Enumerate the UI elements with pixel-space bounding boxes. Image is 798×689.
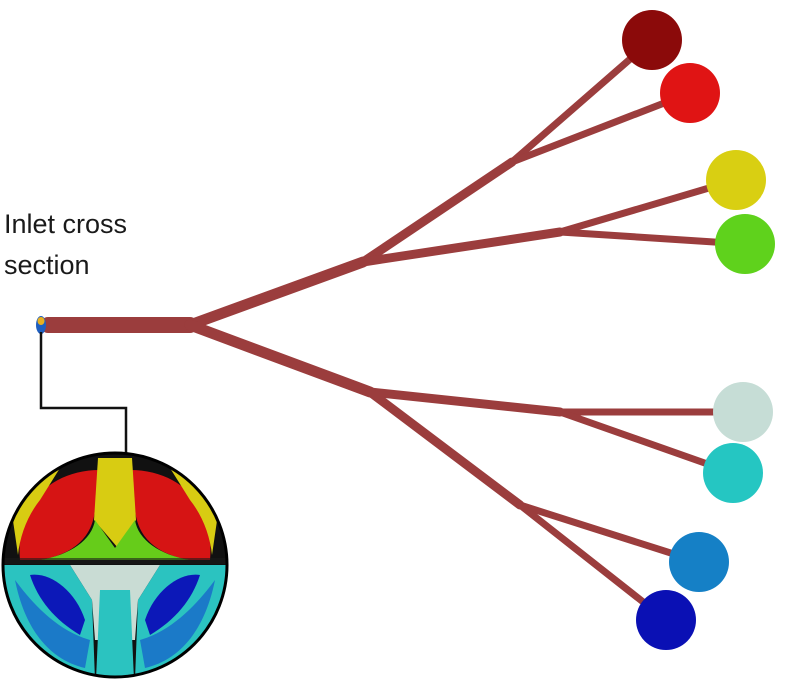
dark-blue-region-right [145, 574, 200, 635]
upper-branch-a [358, 157, 517, 267]
mid-blue-region-right [140, 580, 215, 668]
upper-branch-a1 [508, 36, 656, 166]
connector-line [39, 332, 128, 455]
green-region [40, 520, 190, 560]
yellow-region-center [94, 458, 136, 548]
cyan-region-center [96, 590, 134, 676]
upper-branch-a2 [508, 89, 694, 166]
inlet-marker [36, 316, 46, 334]
outlet-6-circle [703, 443, 763, 503]
branch-tree [40, 36, 749, 624]
outlet-4-circle [715, 214, 775, 274]
outlet-5-circle [713, 382, 773, 442]
red-region-right [130, 470, 211, 560]
mid-blue-region-left [15, 580, 90, 668]
outlet-1-circle [622, 10, 682, 70]
outlet-8-circle [636, 590, 696, 650]
lower-branch-a [365, 387, 565, 417]
lower-branch-b [365, 387, 525, 510]
outlet-7-circle [669, 532, 729, 592]
upper-branch-b1 [556, 176, 740, 236]
upper-branch-b2 [556, 228, 749, 248]
lower-branch-b2 [516, 501, 670, 624]
inlet-cross-section [1, 451, 229, 679]
inlet-label-line-1: Inlet cross [4, 209, 127, 239]
outlet-3-circle [706, 150, 766, 210]
cross-section-divider [4, 558, 226, 564]
dark-blue-region-left [30, 574, 85, 635]
upper-main-branch [184, 256, 369, 331]
lower-branch-a2 [556, 408, 737, 477]
inlet-label-line-2: section [4, 250, 90, 280]
lower-main-branch [184, 319, 376, 398]
upper-branch-b [358, 227, 565, 267]
red-region-left [19, 470, 100, 560]
outlets [622, 10, 775, 650]
lower-branch-b1 [516, 501, 703, 566]
outlet-2-circle [660, 63, 720, 123]
